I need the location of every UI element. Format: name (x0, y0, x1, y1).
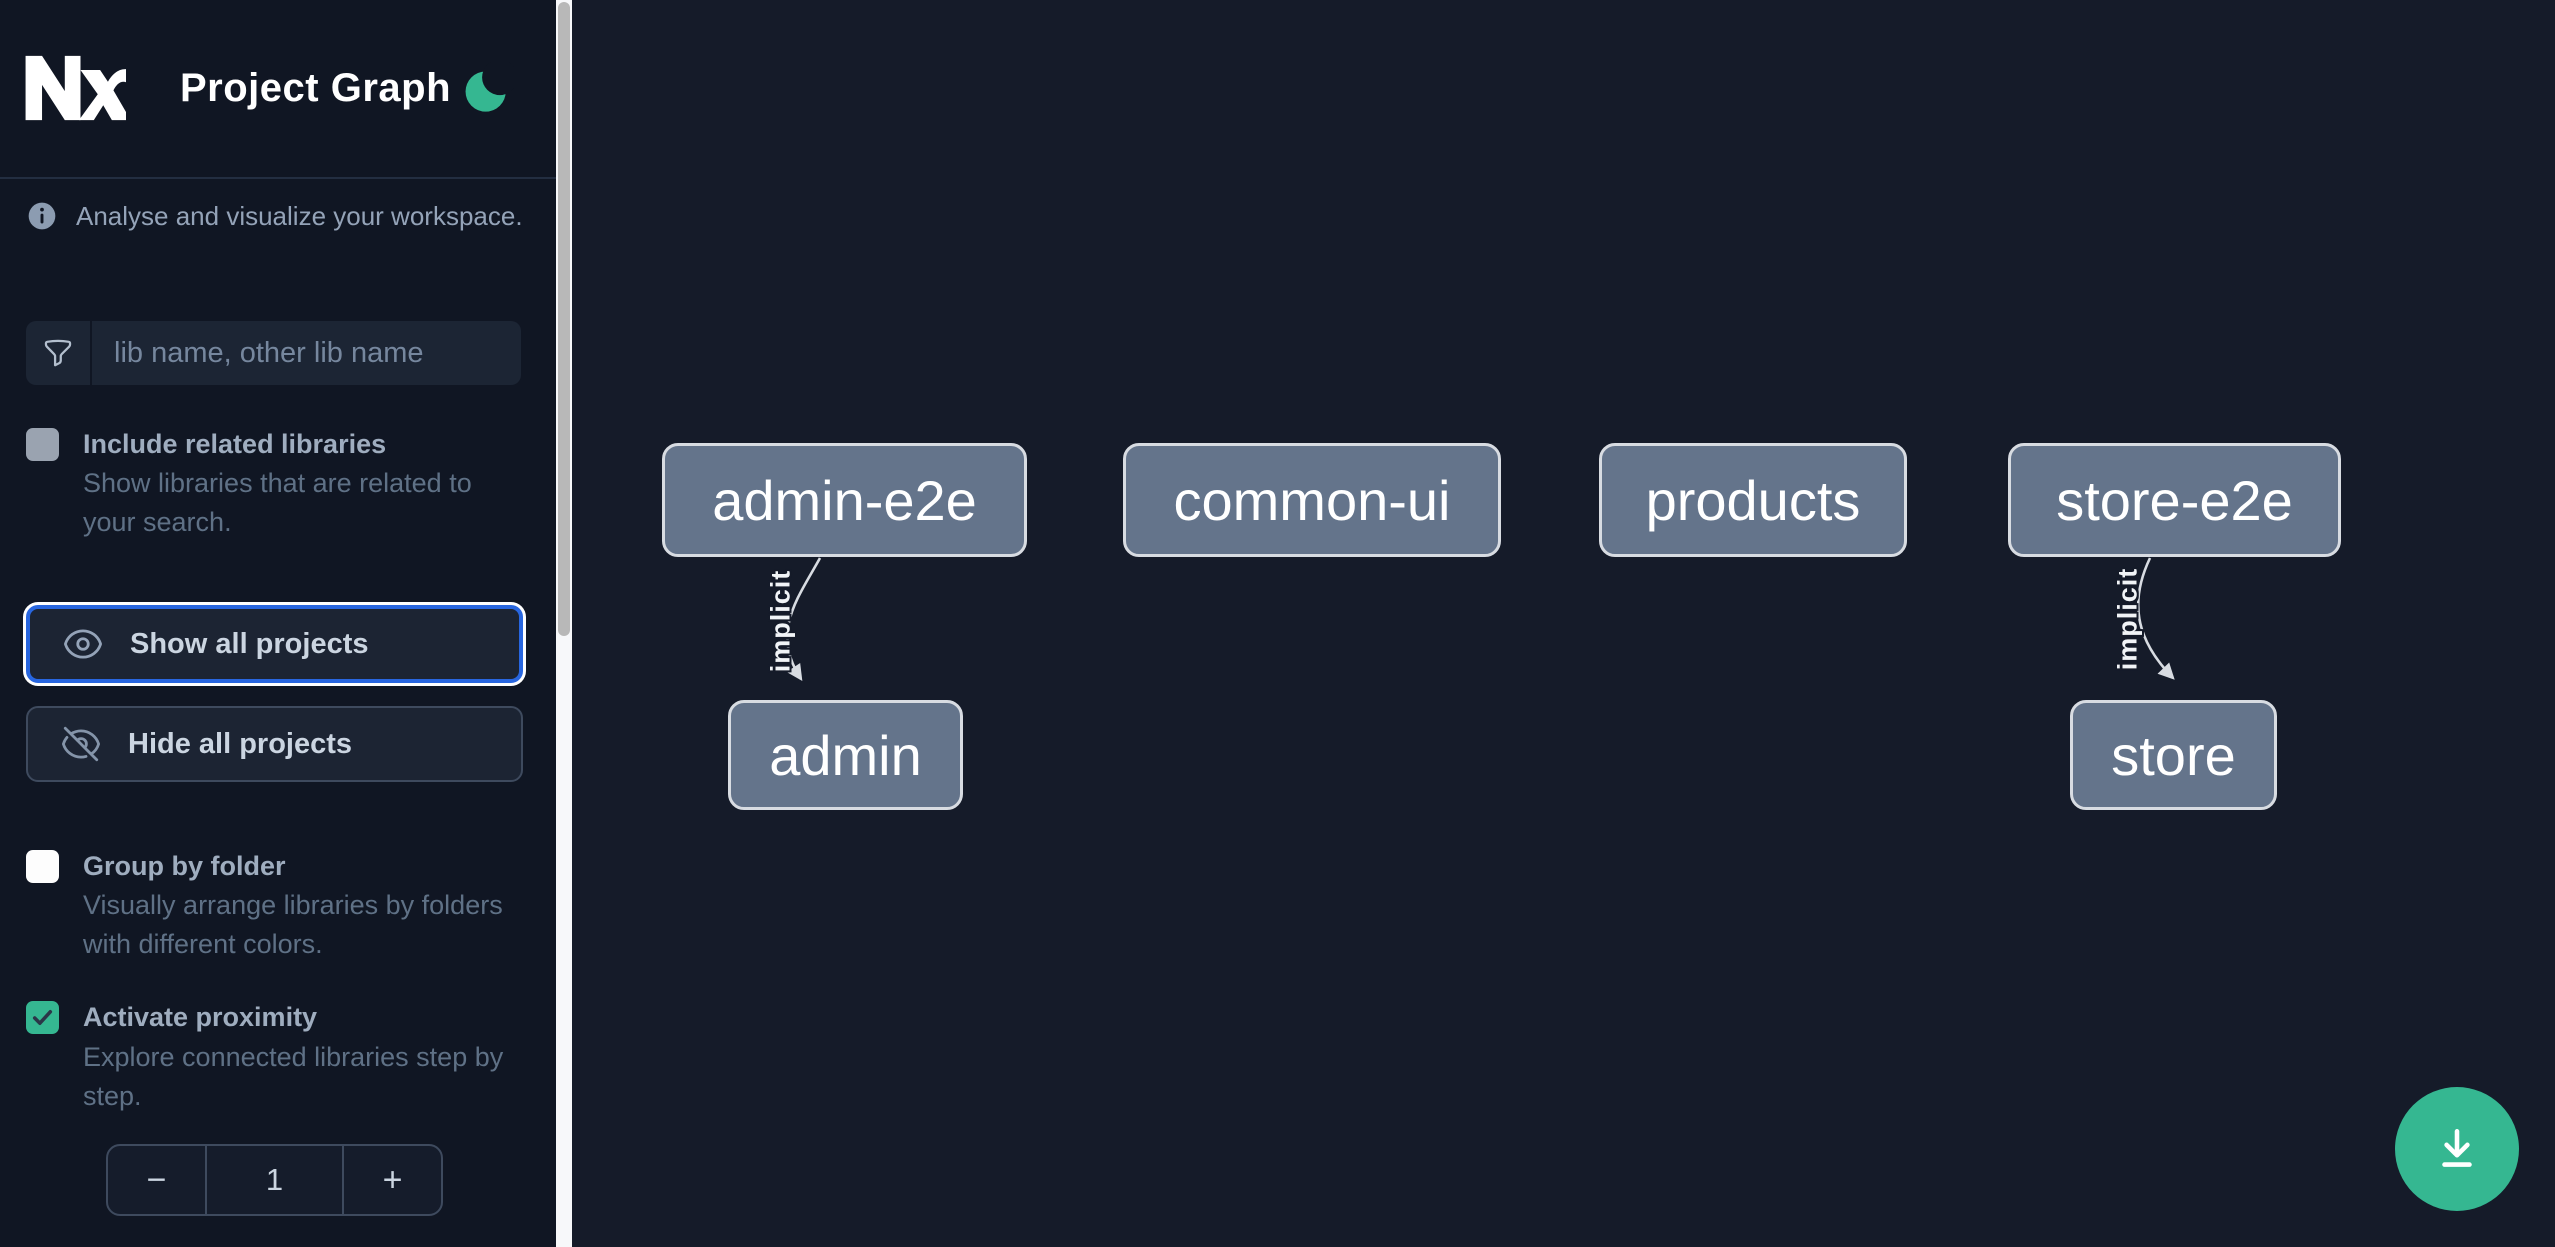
hide-all-projects-button[interactable]: Hide all projects (26, 706, 523, 782)
graph-node-common-ui[interactable]: common-ui (1123, 443, 1501, 557)
activate-proximity-description: Explore connected libraries step by step… (83, 1042, 504, 1111)
graph-node-store[interactable]: store (2070, 700, 2277, 810)
tagline-text: Analyse and visualize your workspace. (76, 200, 523, 231)
activate-proximity-label: Activate proximity (83, 1002, 318, 1032)
group-by-folder-label: Group by folder (83, 851, 286, 881)
filter-funnel-icon (26, 321, 92, 385)
proximity-increment-button[interactable]: + (382, 1160, 403, 1199)
graph-canvas[interactable]: implicit implicit admin-e2e common-ui pr… (572, 0, 2555, 1247)
show-all-projects-button[interactable]: Show all projects (26, 605, 523, 683)
edge-admin-e2e-to-admin (785, 557, 822, 682)
group-by-folder-description: Visually arrange libraries by folders wi… (83, 890, 503, 959)
edge-label-implicit: implicit (765, 569, 796, 673)
download-icon (2442, 1129, 2472, 1167)
sidebar: Project Graph Analyse and visualize your… (0, 0, 556, 1247)
graph-node-admin[interactable]: admin (728, 700, 963, 810)
page-title: Project Graph (180, 66, 452, 110)
dark-mode-moon-icon[interactable] (462, 62, 514, 114)
sidebar-scrollbar-thumb[interactable] (558, 2, 570, 636)
activate-proximity-checkbox[interactable] (26, 1001, 59, 1034)
graph-node-store-e2e[interactable]: store-e2e (2008, 443, 2341, 557)
sidebar-scrollbar-track (556, 0, 572, 1247)
nx-logo (25, 55, 126, 121)
show-all-projects-label: Show all projects (130, 627, 369, 660)
proximity-decrement-button[interactable]: − (108, 1146, 207, 1214)
proximity-value: 1 (207, 1146, 344, 1214)
edge-store-e2e-to-store (2136, 557, 2175, 680)
include-related-label: Include related libraries (83, 429, 387, 459)
include-related-checkbox[interactable] (26, 428, 59, 461)
info-icon (28, 202, 56, 230)
eye-slash-icon (61, 726, 101, 762)
hide-all-projects-label: Hide all projects (128, 727, 353, 760)
include-related-description: Show libraries that are related to your … (83, 468, 472, 537)
tagline-row: Analyse and visualize your workspace. (26, 200, 536, 232)
search-box (26, 321, 521, 385)
search-input[interactable] (92, 323, 521, 383)
eye-icon (64, 629, 102, 659)
checkmark-icon (32, 1010, 53, 1025)
graph-node-products[interactable]: products (1599, 443, 1907, 557)
edge-label-implicit: implicit (2112, 567, 2143, 671)
group-by-folder-checkbox[interactable] (26, 850, 59, 883)
proximity-stepper: − 1 + (106, 1144, 443, 1216)
header-divider (0, 177, 556, 179)
graph-edges (785, 557, 2175, 682)
graph-node-admin-e2e[interactable]: admin-e2e (662, 443, 1027, 557)
download-graph-button[interactable] (2395, 1087, 2519, 1211)
